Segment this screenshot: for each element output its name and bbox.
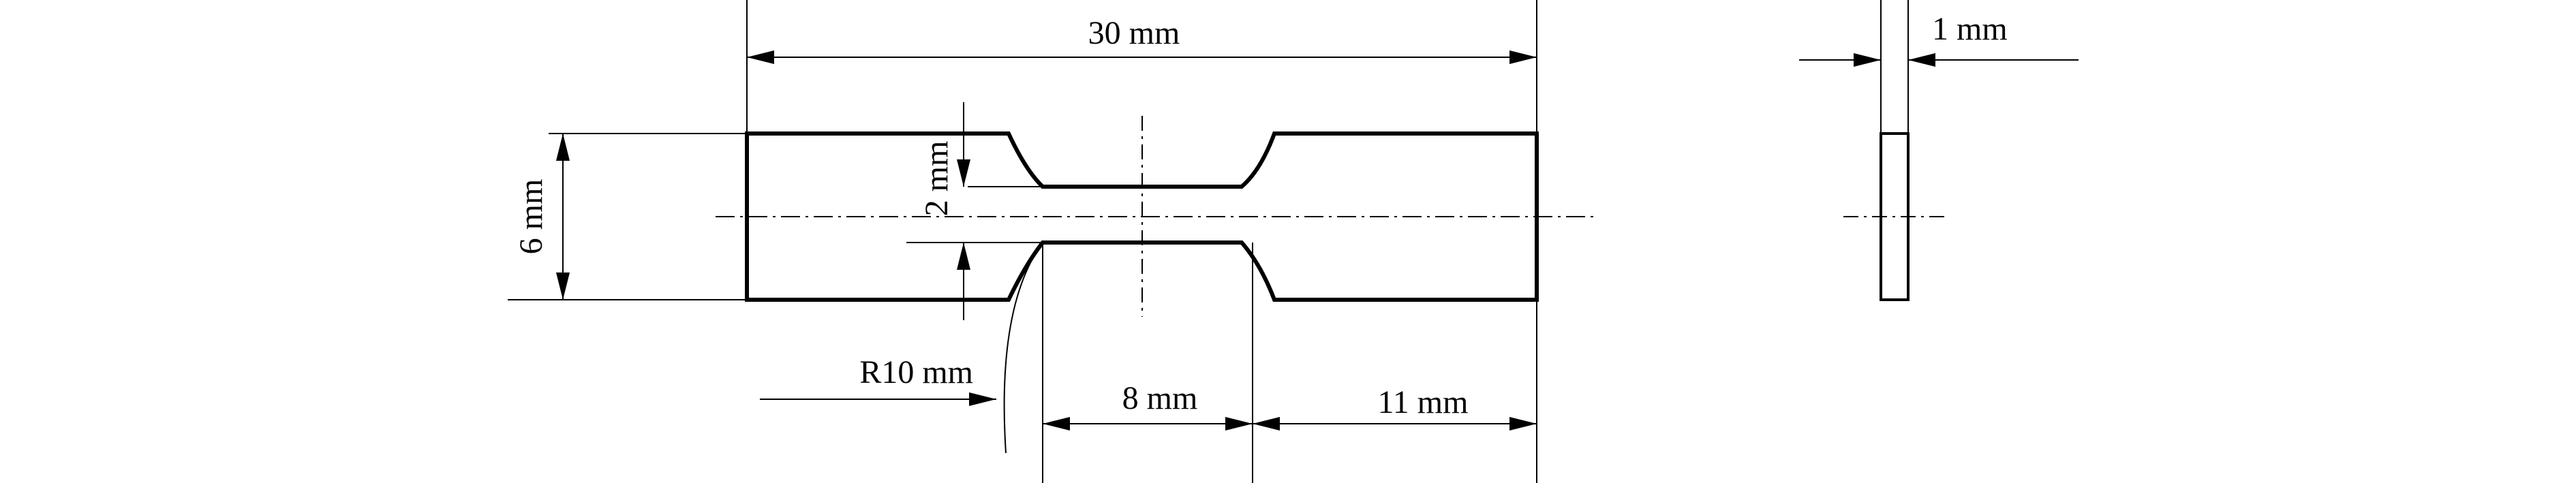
dimension-gauge-length: 8 mm xyxy=(1042,243,1253,483)
specimen-top-view xyxy=(716,116,1595,317)
gauge-width-label: 2 mm xyxy=(919,141,955,217)
total-length-label: 30 mm xyxy=(1088,15,1180,51)
grip-length-label: 11 mm xyxy=(1378,384,1469,420)
width-label: 6 mm xyxy=(513,179,549,255)
dimension-gauge-width: 2 mm xyxy=(906,102,1043,320)
dimension-grip-length: 11 mm xyxy=(1253,300,1537,483)
dimension-fillet-radius: R10 mm xyxy=(760,242,1043,454)
dimension-thickness: 1 mm xyxy=(1799,0,2079,134)
dimension-total-length: 30 mm xyxy=(746,0,1537,134)
gauge-length-label: 8 mm xyxy=(1122,380,1198,416)
specimen-side-view xyxy=(1843,132,1946,301)
thickness-label: 1 mm xyxy=(1932,11,2008,47)
dimension-width: 6 mm xyxy=(508,133,747,300)
fillet-radius-label: R10 mm xyxy=(859,354,973,390)
